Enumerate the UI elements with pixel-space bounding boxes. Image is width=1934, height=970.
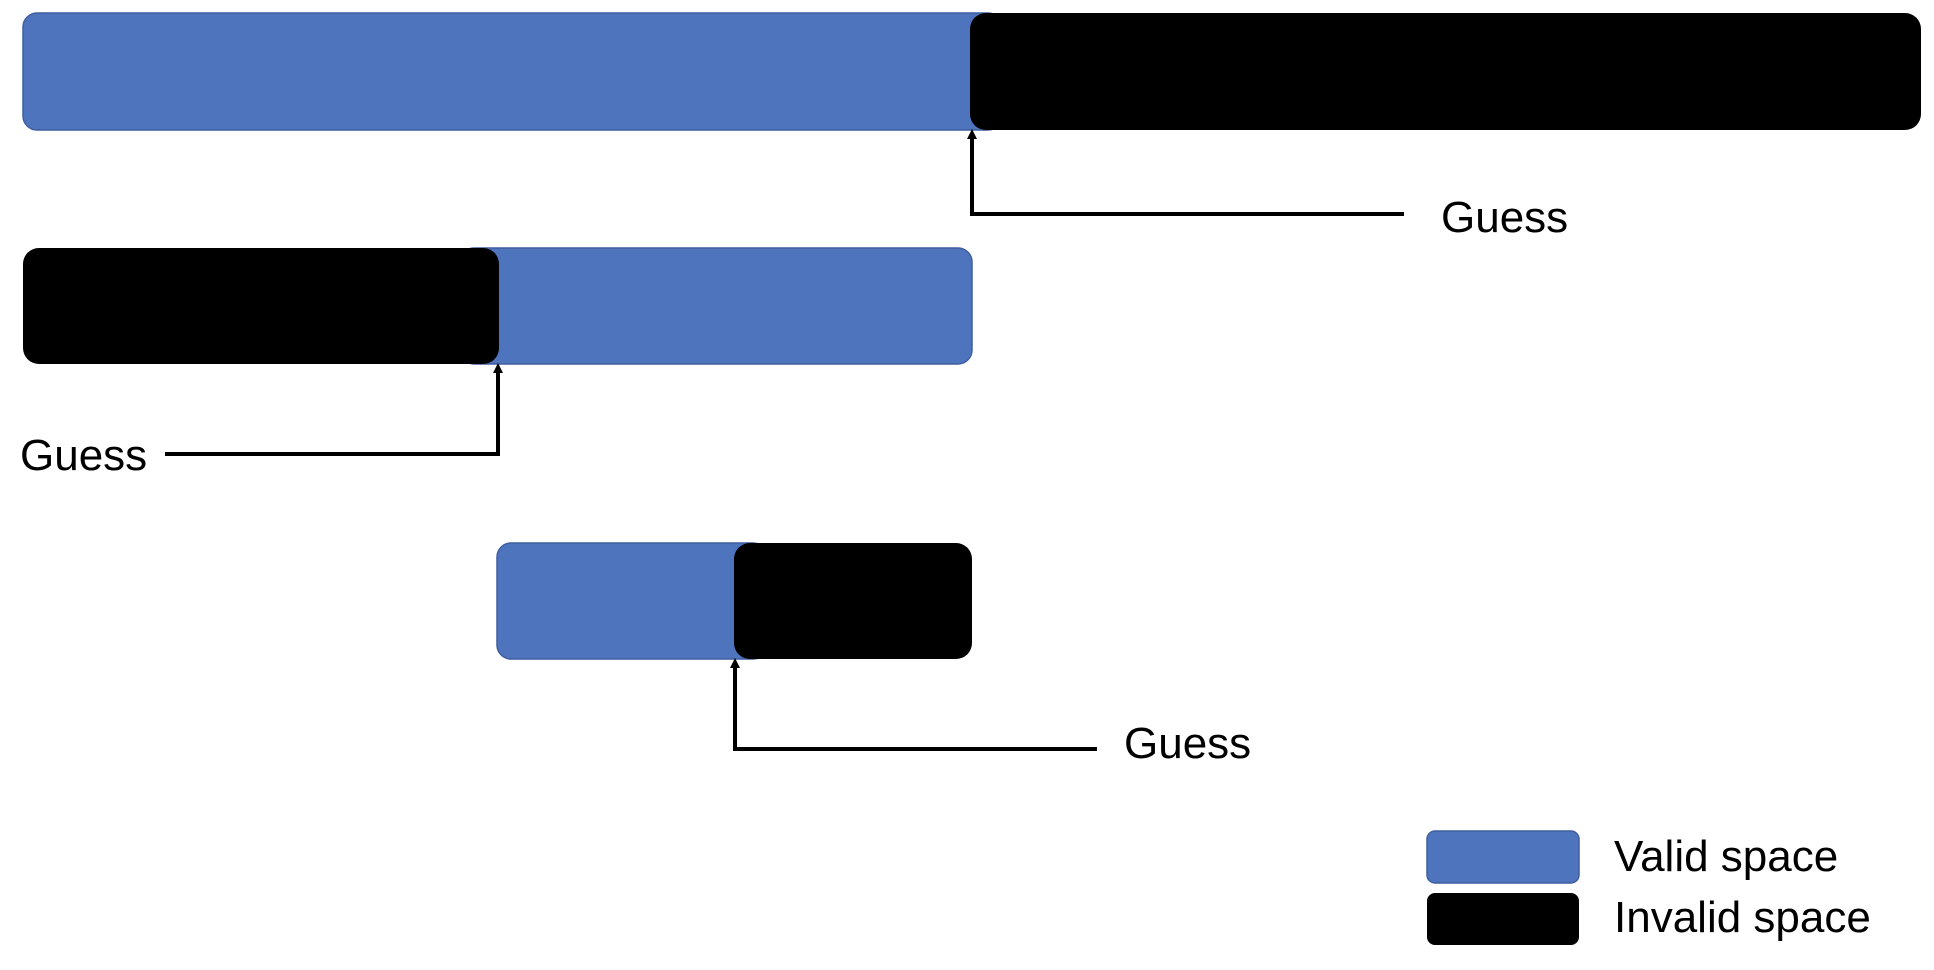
bar-1-invalid-segment: [970, 13, 1921, 130]
bar-1-valid-segment: [22, 12, 1003, 131]
bar-3-guess-pointer: [730, 658, 1097, 751]
bar-2-valid-segment: [459, 247, 973, 365]
bar-2: Guess: [20, 247, 973, 480]
bar-3-invalid-segment: [734, 543, 972, 659]
legend-valid-swatch: [1426, 830, 1580, 884]
bar-1-guess-pointer: [967, 129, 1404, 216]
legend-invalid-swatch: [1427, 893, 1579, 945]
bar-2-guess-pointer: [165, 363, 503, 456]
bar-1-guess-label: Guess: [1441, 193, 1568, 242]
legend: Valid space Invalid space: [1426, 830, 1871, 945]
bar-2-guess-label: Guess: [20, 431, 147, 480]
bar-1: Guess: [22, 12, 1921, 242]
bar-2-invalid-segment: [23, 248, 499, 364]
bar-3: Guess: [496, 542, 1251, 768]
bar-3-valid-segment: [496, 542, 768, 660]
legend-invalid-label: Invalid space: [1614, 893, 1871, 942]
legend-valid-label: Valid space: [1614, 832, 1838, 881]
bar-3-guess-label: Guess: [1124, 719, 1251, 768]
